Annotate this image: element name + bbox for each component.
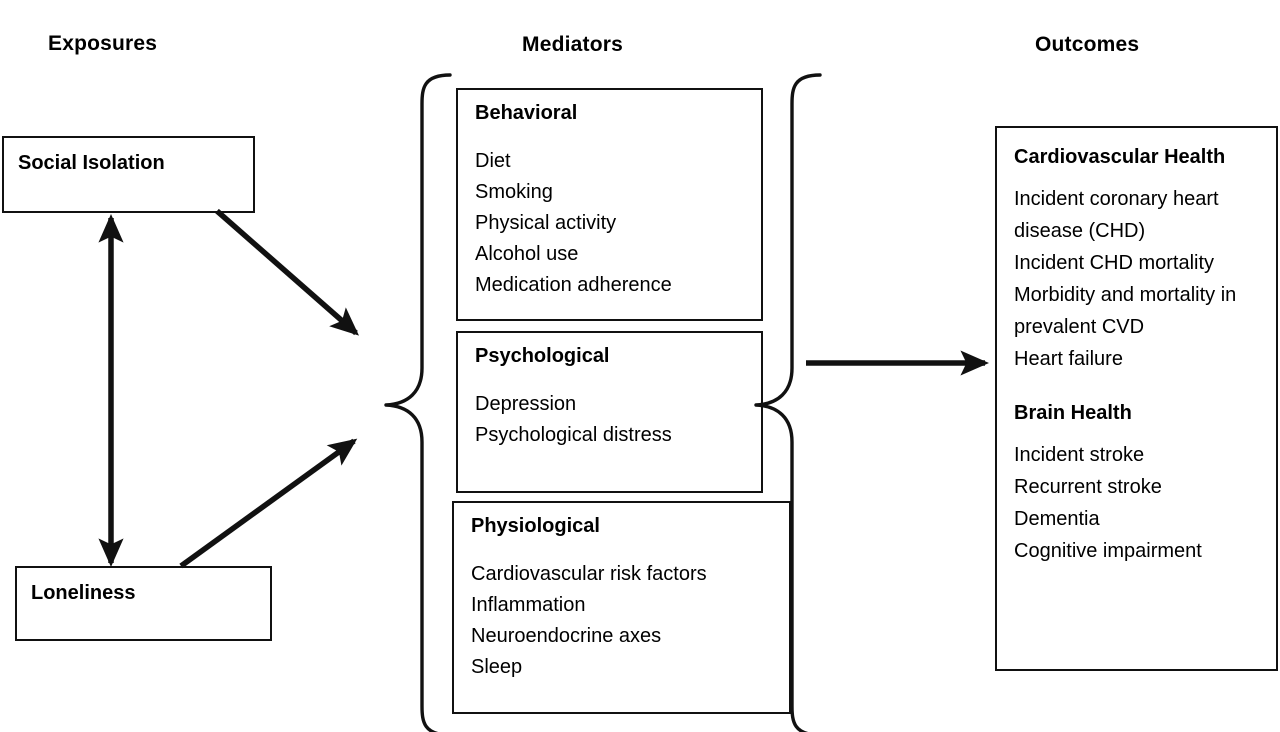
box-social-isolation-label: Social Isolation [18,152,165,174]
list-item: Physical activity [475,212,617,234]
list-item: Recurrent stroke [1014,476,1162,498]
list-item: Psychological distress [475,424,672,446]
box-loneliness-label: Loneliness [31,582,136,604]
list-item: Diet [475,150,511,172]
list-item: Dementia [1014,508,1100,530]
list-item: Sleep [471,656,523,678]
column-header-exposures: Exposures [48,32,158,55]
box-physiological-list: Cardiovascular risk factors Inflammation… [471,559,783,683]
list-item: Medication adherence [475,274,672,296]
box-behavioral-title: Behavioral [475,102,578,124]
list-item: Smoking [475,181,553,203]
list-item: Incident coronary heart disease (CHD) [1014,188,1219,242]
arrow-loneliness-to-mediators [179,438,358,569]
column-header-outcomes: Outcomes [1035,33,1140,56]
list-item: Heart failure [1014,348,1123,370]
list-item: Cognitive impairment [1014,540,1202,562]
box-physiological-title: Physiological [471,515,600,537]
outcomes-brain-title: Brain Health [1014,402,1132,424]
box-psychological-title: Psychological [475,345,610,367]
box-outcomes-body: Cardiovascular Health Incident coronary … [1014,141,1268,567]
list-item: Neuroendocrine axes [471,625,662,647]
box-behavioral-list: Diet Smoking Physical activity Alcohol u… [475,146,755,301]
section-spacer [1014,375,1268,397]
box-outcomes[interactable]: Cardiovascular Health Incident coronary … [995,126,1278,671]
list-item: Morbidity and mortality in prevalent CVD [1014,284,1237,338]
list-item: Incident CHD mortality [1014,252,1215,274]
list-item: Alcohol use [475,243,579,265]
box-physiological[interactable]: Physiological Cardiovascular risk factor… [452,501,791,714]
arrow-social-isolation-to-mediators [215,208,360,336]
column-header-mediators: Mediators [522,33,623,56]
box-psychological[interactable]: Psychological Depression Psychological d… [456,331,763,493]
list-item: Cardiovascular risk factors [471,563,707,585]
box-loneliness[interactable]: Loneliness [15,566,272,641]
box-behavioral[interactable]: Behavioral Diet Smoking Physical activit… [456,88,763,321]
list-item: Incident stroke [1014,444,1145,466]
box-social-isolation[interactable]: Social Isolation [2,136,255,213]
list-item: Inflammation [471,594,586,616]
box-psychological-list: Depression Psychological distress [475,389,755,451]
outcomes-cardiovascular-title: Cardiovascular Health [1014,146,1226,168]
brace-left-mediators [384,73,452,732]
list-item: Depression [475,393,577,415]
